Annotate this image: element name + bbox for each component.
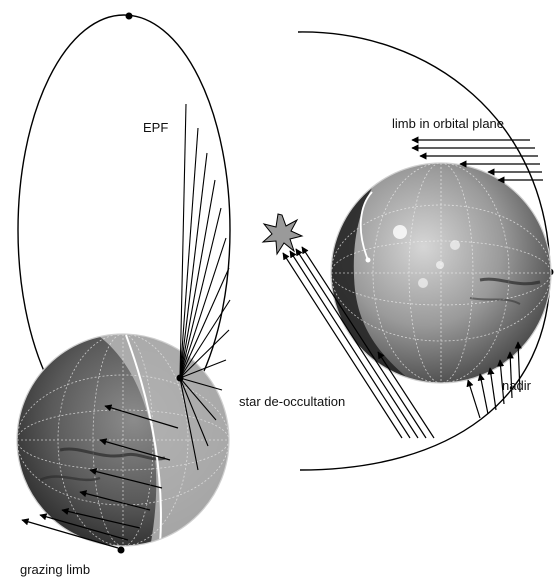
star-deoccultation-label: star de-occultation [239, 395, 345, 408]
left-panel [17, 13, 240, 554]
apoapsis-point [126, 13, 133, 20]
star-burst-icon [263, 214, 302, 254]
grazing-point [118, 547, 125, 554]
epf-label: EPF [143, 121, 168, 134]
left-planet [17, 330, 240, 548]
limb-in-orbital-plane-label: limb in orbital plane [392, 117, 504, 130]
grazing-limb-label: grazing limb [20, 563, 90, 576]
nadir-label: nadir [502, 379, 531, 392]
